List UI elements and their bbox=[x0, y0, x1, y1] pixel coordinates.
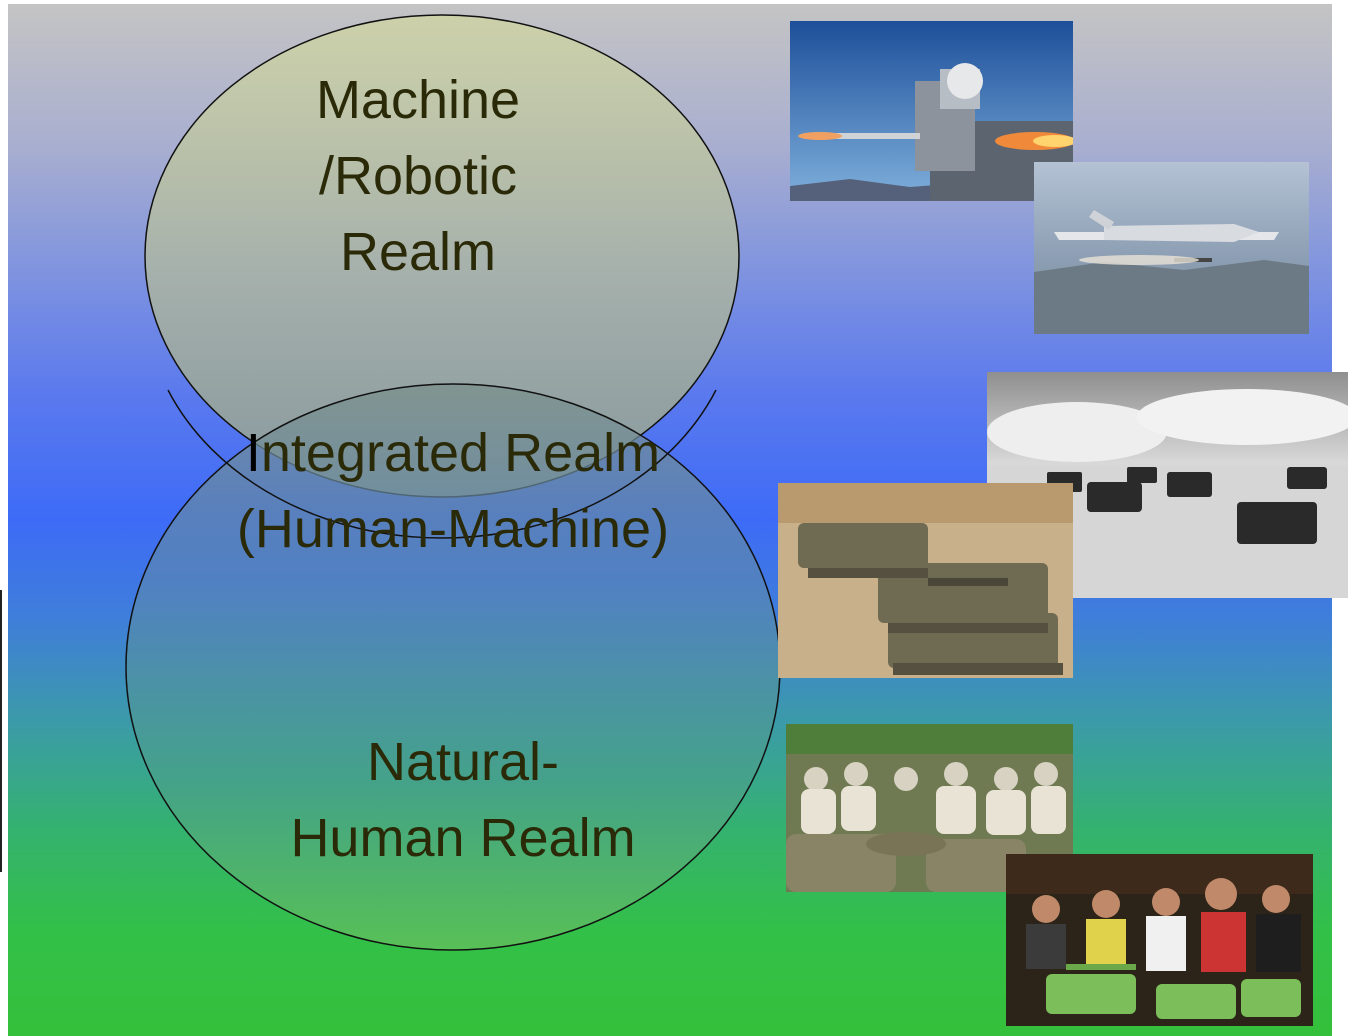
predator-drone-missile-photo bbox=[1034, 162, 1309, 334]
machine-realm-ellipse-lower-outline bbox=[167, 389, 717, 539]
integrated-realm-first-letter: I bbox=[245, 423, 261, 483]
crowd-toy-tanks-photo bbox=[1006, 854, 1313, 1026]
machine-robotic-realm-label: Machine /Robotic Realm bbox=[315, 70, 521, 282]
abrams-tanks-desert-photo bbox=[778, 483, 1073, 678]
integrated-realm-subtitle: (Human-Machine) bbox=[236, 499, 670, 559]
natural-human-realm-label: Natural- Human Realm bbox=[290, 732, 636, 868]
integrated-realm-title: ntegrated Realm bbox=[260, 423, 661, 483]
integrated-realm-label: Integrated Realm (Human-Machine) bbox=[188, 415, 718, 567]
naval-gun-firing-photo bbox=[790, 21, 1073, 201]
left-edge-rule bbox=[0, 590, 2, 872]
